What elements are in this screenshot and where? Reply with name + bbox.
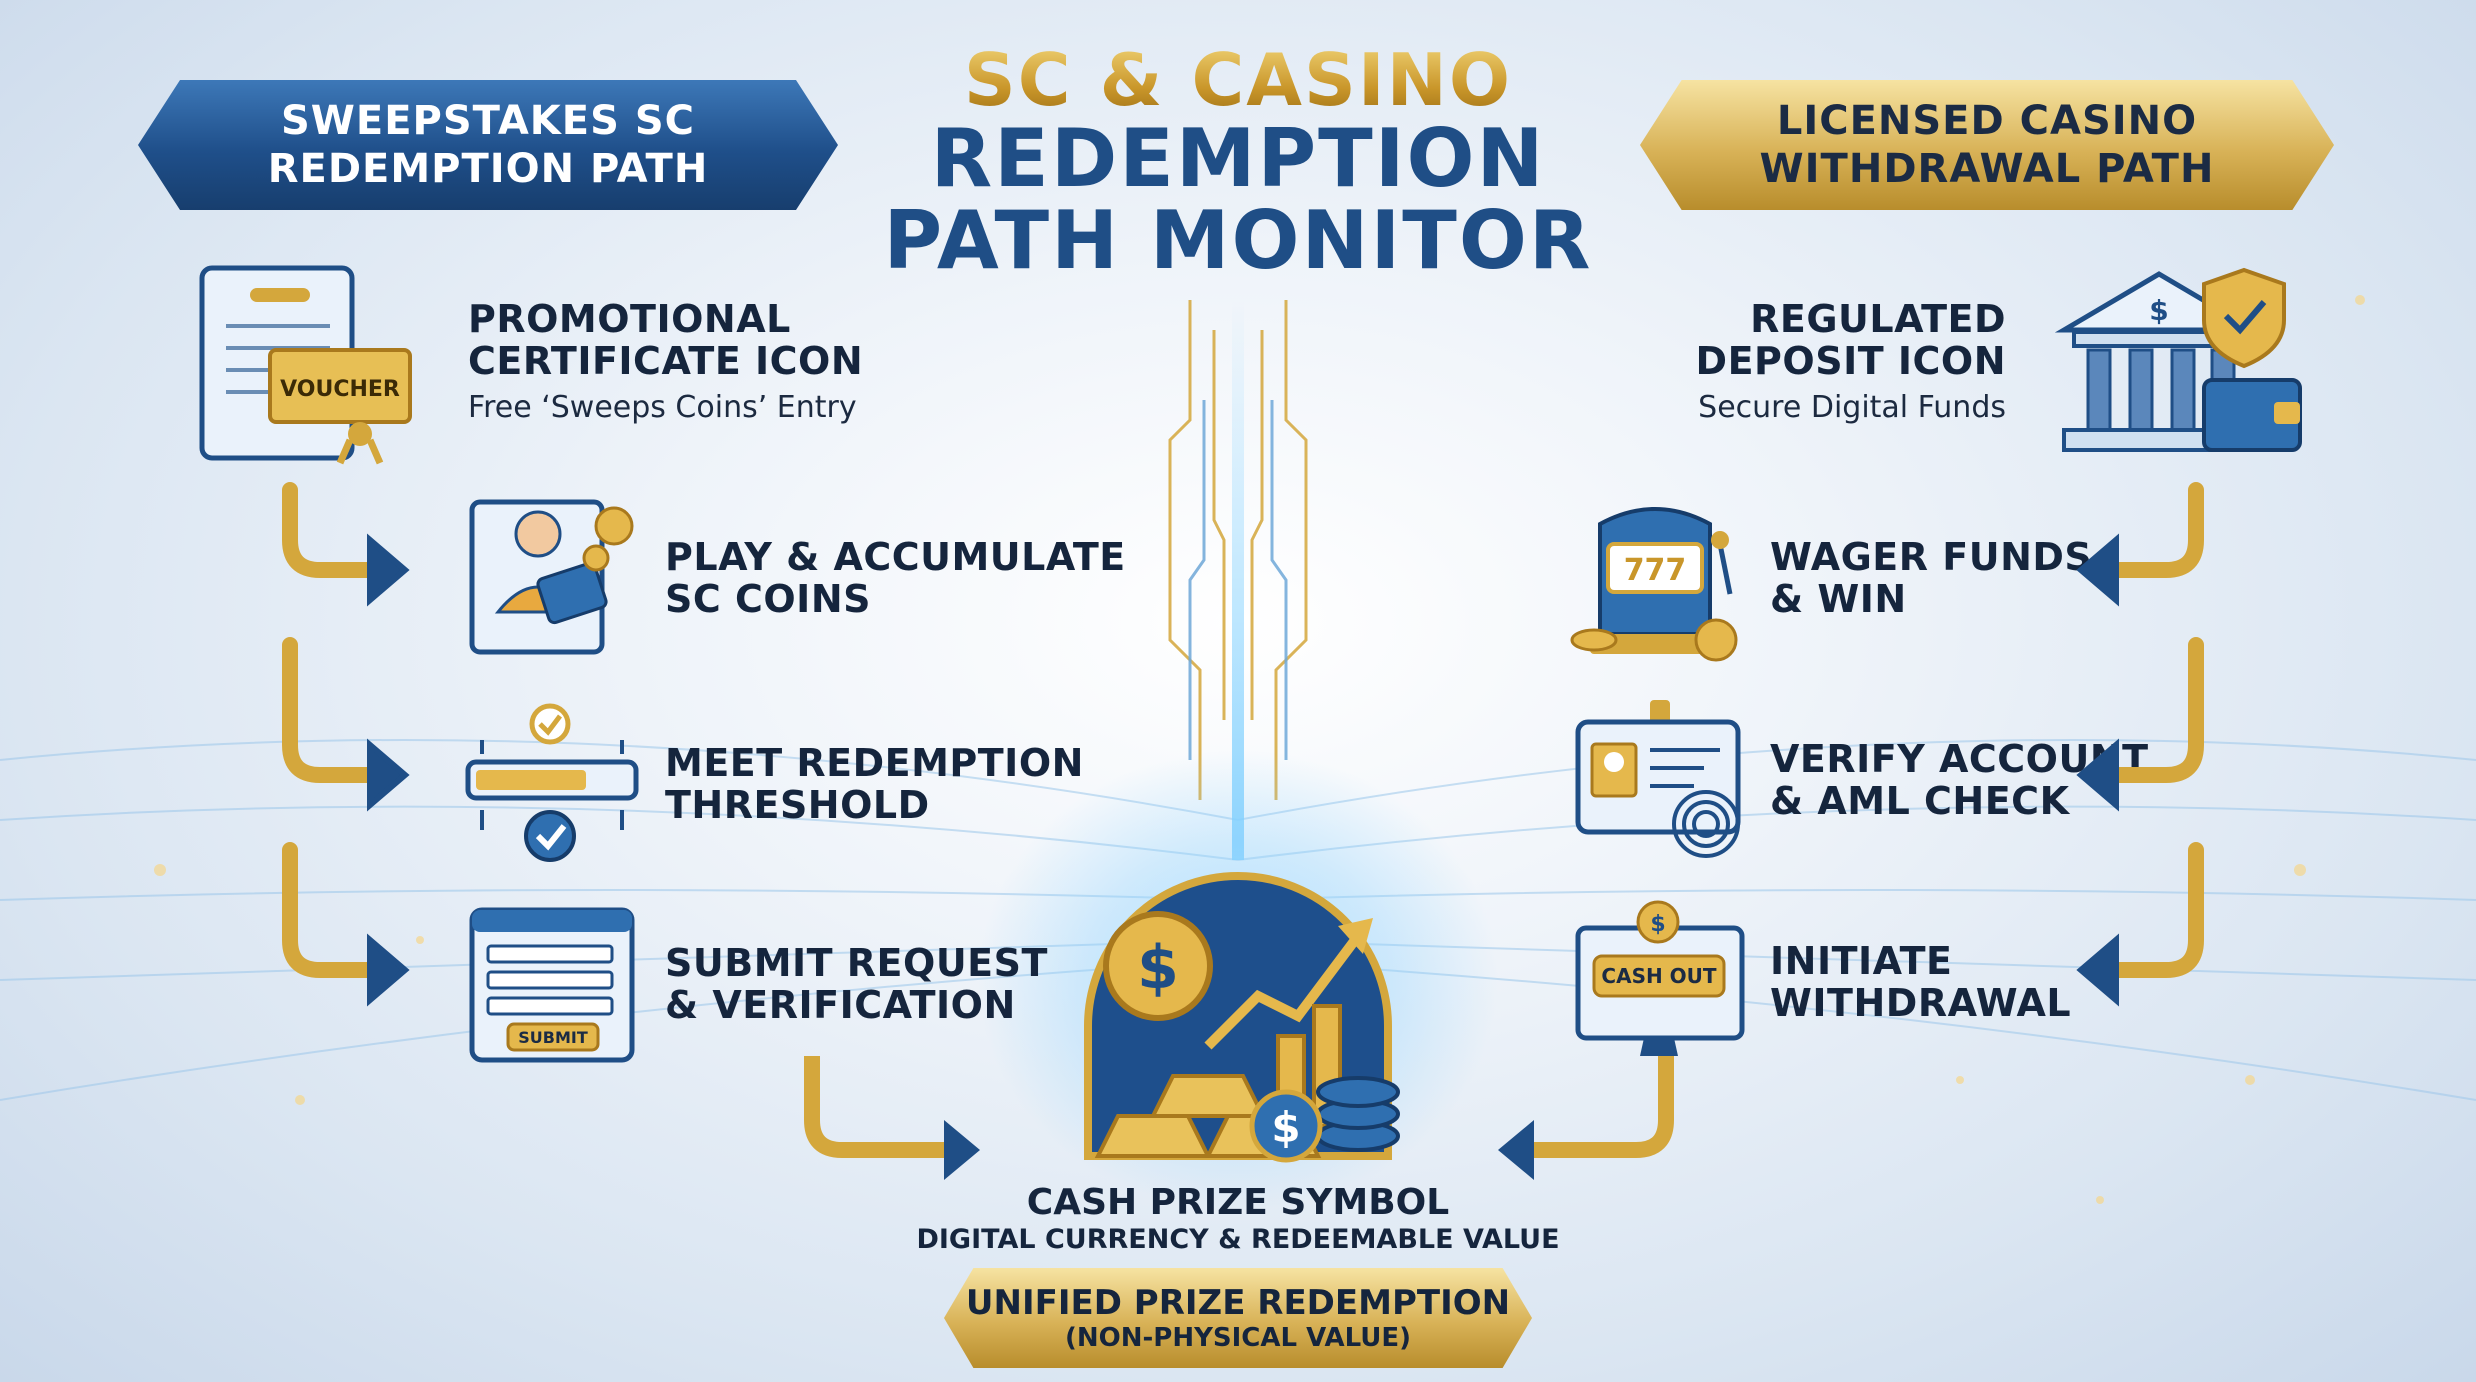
bottom-banner-line-2: (NON-PHYSICAL VALUE) [1064,1323,1412,1353]
right-to-center-arrow [1498,1056,1674,1180]
id-fingerprint-icon [1574,698,1754,866]
left-step-1-subtitle: Free ‘Sweeps Coins’ Entry [468,390,857,425]
svg-text:$: $ [1271,1103,1300,1152]
unified-redemption-banner: UNIFIED PRIZE REDEMPTION (NON-PHYSICAL V… [944,1268,1532,1368]
bottom-banner-line-1: UNIFIED PRIZE REDEMPTION [965,1283,1511,1323]
voucher-label: VOUCHER [280,377,400,402]
left-step-3-title: MEET REDEMPTION THRESHOLD [665,741,1084,827]
left-banner-text: SWEEPSTAKES SC REDEMPTION PATH [267,98,709,192]
cash-out-monitor-icon: $ CASH OUT [1574,898,1746,1066]
left-flow-arrows [282,482,410,1007]
title-line-3: PATH MONITOR [883,194,1593,287]
right-banner-text: LICENSED CASINO WITHDRAWAL PATH [1759,98,2215,192]
right-path-banner: LICENSED CASINO WITHDRAWAL PATH [1640,80,2334,210]
bank-shield-wallet-icon: $ [2054,260,2304,470]
title-line-1: SC & CASINO [738,38,1738,122]
right-step-1-title: REGULATED DEPOSIT ICON [1695,297,2006,383]
submit-label: SUBMIT [518,1028,588,1047]
voucher-certificate-icon: VOUCHER [190,258,420,468]
left-step-1-title: PROMOTIONAL CERTIFICATE ICON [468,297,864,383]
right-step-2-title: WAGER FUNDS & WIN [1770,535,2093,621]
cash-out-label: CASH OUT [1601,964,1717,988]
title-line-2: REDEMPTION [930,112,1546,205]
left-path-banner: SWEEPSTAKES SC REDEMPTION PATH [138,80,838,210]
svg-text:$: $ [1137,933,1179,1003]
svg-text:$: $ [1650,912,1665,937]
player-tablet-icon [468,492,648,662]
right-step-1-subtitle: Secure Digital Funds [1698,390,2006,425]
slot-machine-icon: 777 [1570,494,1740,664]
progress-threshold-icon [462,700,642,870]
left-step-2-title: PLAY & ACCUMULATE SC COINS [665,535,1126,621]
submit-form-icon: SUBMIT [468,906,638,1066]
right-flow-arrows [2076,482,2204,1007]
slot-777-label: 777 [1624,553,1687,588]
left-to-center-arrow [804,1056,980,1180]
left-step-4-title: SUBMIT REQUEST & VERIFICATION [665,941,1048,1027]
cash-prize-title: CASH PRIZE SYMBOL [1026,1182,1450,1223]
cash-prize-subtitle: DIGITAL CURRENCY & REDEEMABLE VALUE [916,1224,1560,1255]
svg-text:$: $ [2149,294,2168,327]
gold-coins-bars-icon: $ $ [1058,856,1418,1176]
right-step-4-title: INITIATE WITHDRAWAL [1770,939,2072,1025]
